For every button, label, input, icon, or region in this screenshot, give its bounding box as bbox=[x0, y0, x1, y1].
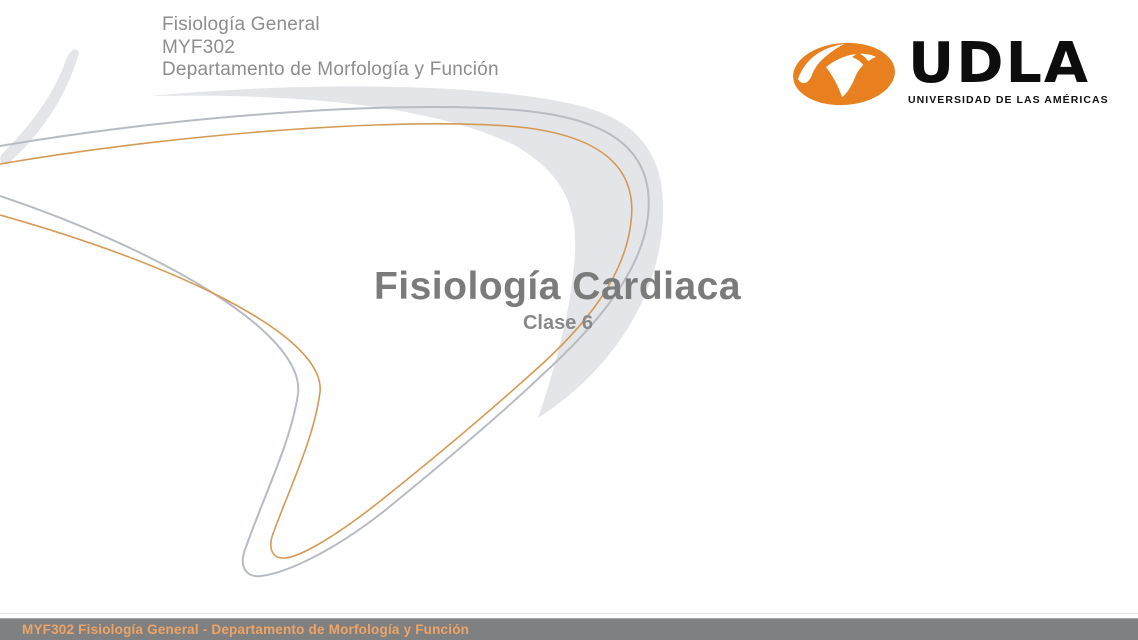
course-department: Departamento de Morfología y Función bbox=[162, 59, 499, 80]
page-edge-divider bbox=[0, 613, 1138, 614]
slide-subtitle: Clase 6 bbox=[522, 312, 594, 334]
course-info-block: Fisiología General MYF302 Departamento d… bbox=[162, 14, 499, 82]
swoosh-band-shape bbox=[150, 86, 664, 419]
footer-bar: MYF302 Fisiología General - Departamento… bbox=[0, 618, 1138, 640]
udla-logo: UDLA UNIVERSIDAD DE LAS AMÉRICAS bbox=[792, 31, 1109, 107]
udla-tagline: UNIVERSIDAD DE LAS AMÉRICAS bbox=[908, 94, 1109, 106]
slide-title: Fisiología Cardiaca bbox=[373, 265, 742, 308]
course-name: Fisiología General bbox=[162, 14, 320, 35]
course-code: MYF302 bbox=[162, 36, 236, 58]
udla-wordmark: UDLA bbox=[908, 31, 1091, 96]
udla-logo-text: UDLA UNIVERSIDAD DE LAS AMÉRICAS bbox=[908, 31, 1109, 106]
swoosh-orange-line bbox=[0, 122, 633, 559]
footer-text: MYF302 Fisiología General - Departamento… bbox=[22, 622, 470, 637]
swoosh-claw-shape bbox=[0, 49, 79, 165]
udla-bird-icon bbox=[793, 42, 895, 106]
swoosh-gray-line bbox=[0, 106, 650, 578]
